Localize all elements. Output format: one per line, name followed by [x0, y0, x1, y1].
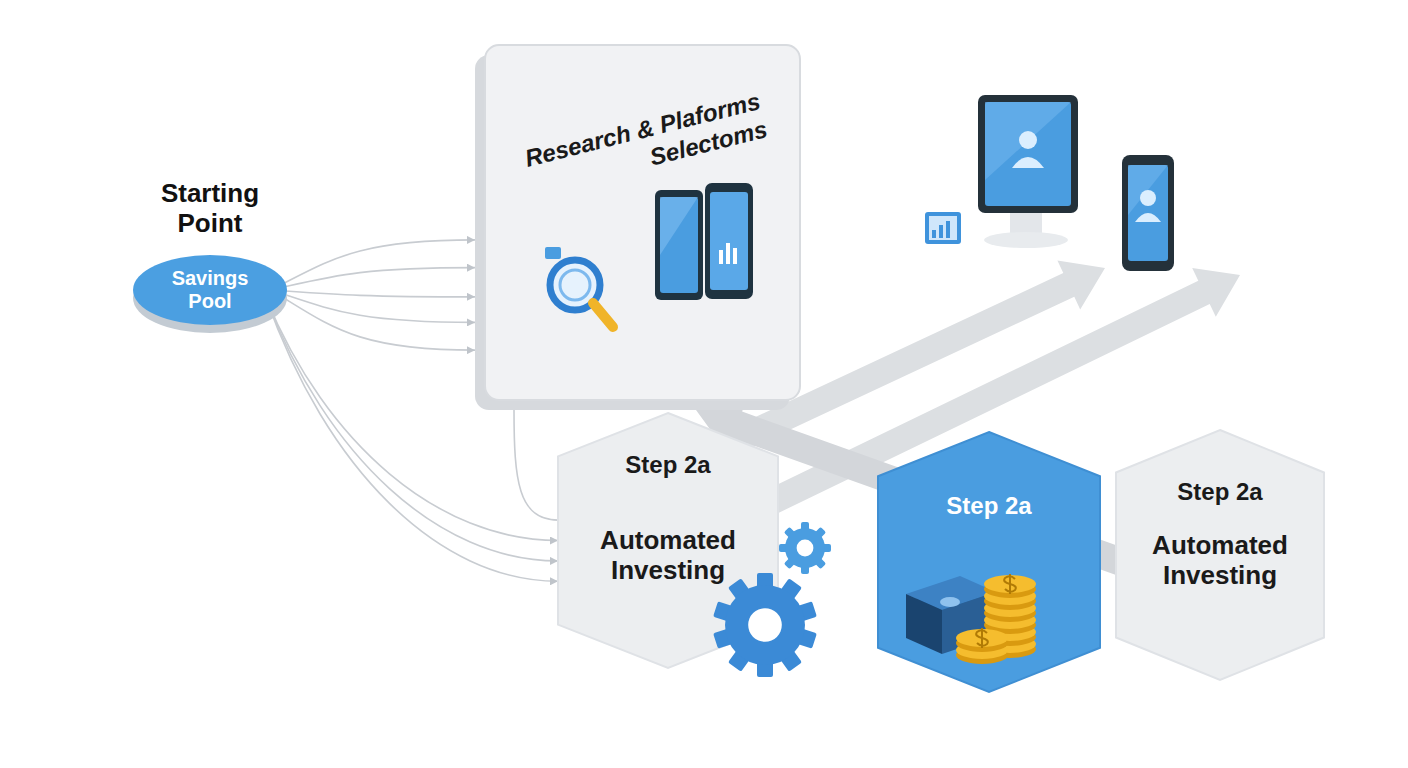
monitor-icon [978, 95, 1078, 248]
flow-connector [271, 290, 475, 350]
flow-connector [271, 290, 475, 322]
step-hexagon: Step 2a [878, 432, 1100, 692]
text-wrap: Step 2a [1132, 478, 1308, 506]
text-wrap: Automated Investing [1132, 530, 1308, 590]
start-heading: Starting Point [150, 178, 270, 238]
research-panel: Research & Plaforms Selectoms [475, 45, 800, 410]
ellipse-shape: Savings Pool [130, 250, 290, 338]
text-wrap: Step 2a [894, 492, 1084, 520]
flow-connector [514, 410, 558, 520]
flow-connector [271, 240, 475, 290]
step-hexagon: Step 2a Automated Investing [1116, 430, 1324, 680]
text-wrap: Step 2a [574, 451, 762, 479]
step-number: Step 2a [894, 492, 1084, 520]
chart-card-icon [925, 212, 961, 244]
phone-icon [1122, 155, 1174, 271]
flow-connector [271, 268, 475, 290]
start-node: Starting PointSavings Pool [130, 178, 290, 338]
step-number: Step 2a [1132, 478, 1308, 506]
step-label: Automated Investing [574, 525, 762, 585]
step-number: Step 2a [574, 451, 762, 479]
node-label: Savings Pool [165, 267, 255, 313]
flow-connector [271, 290, 475, 297]
step-hexagon: Step 2a Automated Investing [558, 413, 778, 668]
step-label: Automated Investing [1132, 530, 1308, 590]
hexagon-outline [878, 432, 1100, 692]
text-wrap: Automated Investing [574, 525, 762, 585]
